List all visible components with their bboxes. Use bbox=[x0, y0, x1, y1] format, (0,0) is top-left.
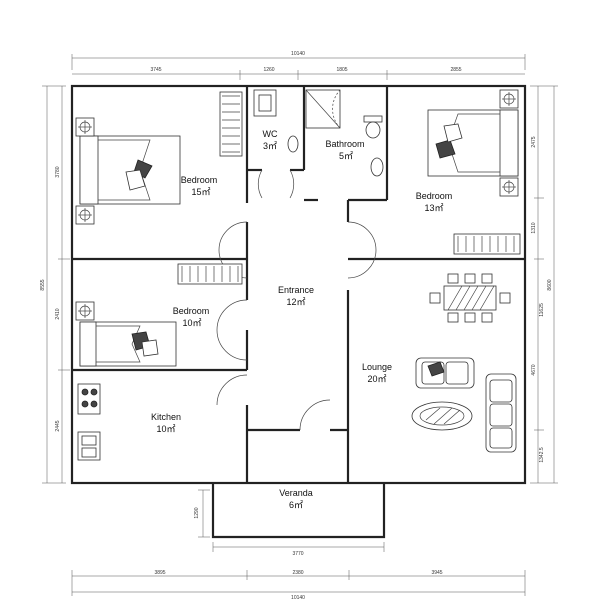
dim-left-seg-2: 2410 bbox=[55, 308, 61, 319]
label-bedroom-large: Bedroom bbox=[181, 175, 218, 185]
dim-veranda-depth: 1290 bbox=[194, 507, 200, 518]
dim-bottom-seg-3: 3945 bbox=[431, 570, 442, 576]
shower bbox=[305, 89, 341, 129]
walls bbox=[70, 84, 527, 539]
area-kitchen: 10㎡ bbox=[156, 424, 175, 434]
kitchen-sink bbox=[77, 431, 101, 461]
area-bathroom: 5㎡ bbox=[339, 151, 353, 161]
area-wc: 3㎡ bbox=[263, 141, 277, 151]
dimension-labels: 10140 3745 1260 1805 2855 3895 2380 3945… bbox=[40, 51, 553, 600]
label-wc: WC bbox=[263, 129, 278, 139]
dim-right-total: 8600 bbox=[547, 279, 553, 290]
wardrobe-2 bbox=[453, 233, 521, 255]
label-entrance: Entrance bbox=[278, 285, 314, 295]
nightstand-5 bbox=[75, 301, 95, 321]
dim-left-seg-3: 2445 bbox=[55, 420, 61, 431]
wc-sink bbox=[253, 89, 277, 117]
dim-top-total: 10140 bbox=[291, 51, 305, 57]
bed-large bbox=[79, 135, 181, 205]
dim-veranda-width: 3770 bbox=[292, 551, 303, 557]
area-veranda: 6㎡ bbox=[289, 500, 303, 510]
label-kitchen: Kitchen bbox=[151, 412, 181, 422]
nightstand-1 bbox=[75, 117, 95, 137]
dim-top-seg-4: 2855 bbox=[450, 67, 461, 73]
label-lounge: Lounge bbox=[362, 362, 392, 372]
dim-right-seg-5: 1342.5 bbox=[539, 447, 545, 463]
area-bedroom-mid: 10㎡ bbox=[182, 318, 201, 328]
coffee-table bbox=[411, 401, 473, 431]
sofa-3seat bbox=[485, 373, 517, 453]
dim-left-seg-1: 3780 bbox=[55, 166, 61, 177]
nightstand-2 bbox=[75, 205, 95, 225]
wardrobe-3 bbox=[177, 263, 243, 285]
sofa-2seat bbox=[415, 357, 475, 389]
dim-left-total: 8555 bbox=[40, 279, 46, 290]
dim-top-seg-2: 1260 bbox=[263, 67, 274, 73]
nightstand-3 bbox=[499, 89, 519, 109]
bath-sink bbox=[370, 157, 384, 177]
dim-bottom-total: 10140 bbox=[291, 595, 305, 600]
bed-right bbox=[427, 109, 519, 177]
bath-toilet bbox=[363, 115, 383, 139]
furniture bbox=[75, 89, 521, 461]
wardrobe-1 bbox=[219, 91, 243, 157]
nightstand-4 bbox=[499, 177, 519, 197]
dim-bottom-seg-2: 2380 bbox=[292, 570, 303, 576]
label-bedroom-mid: Bedroom bbox=[173, 306, 210, 316]
label-veranda: Veranda bbox=[279, 488, 313, 498]
dim-right-seg-3: 11625 bbox=[539, 303, 545, 317]
area-bedroom-large: 15㎡ bbox=[191, 187, 210, 197]
dim-right-seg-4: 4670 bbox=[531, 364, 537, 375]
dim-bottom-seg-1: 3895 bbox=[154, 570, 165, 576]
area-entrance: 12㎡ bbox=[286, 297, 305, 307]
room-labels: Bedroom 15㎡ WC 3㎡ Bathroom 5㎡ Bedroom 13… bbox=[151, 129, 452, 510]
doors bbox=[216, 169, 377, 431]
stove bbox=[77, 383, 101, 415]
wc-toilet bbox=[287, 135, 299, 153]
bed-mid bbox=[79, 321, 177, 367]
dimension-lines bbox=[42, 54, 558, 596]
dining-set bbox=[429, 273, 511, 323]
label-bedroom-right: Bedroom bbox=[416, 191, 453, 201]
area-lounge: 20㎡ bbox=[367, 374, 386, 384]
area-bedroom-right: 13㎡ bbox=[424, 203, 443, 213]
label-bathroom: Bathroom bbox=[325, 139, 364, 149]
dim-right-seg-1: 2475 bbox=[531, 136, 537, 147]
dim-top-seg-1: 3745 bbox=[150, 67, 161, 73]
dim-top-seg-3: 1805 bbox=[336, 67, 347, 73]
dim-right-seg-2: 1310 bbox=[531, 222, 537, 233]
